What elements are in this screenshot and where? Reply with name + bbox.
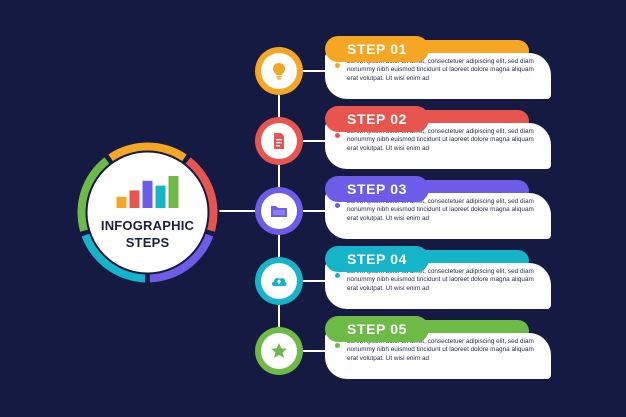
step-05-label: STEP 05 <box>325 316 429 342</box>
hub-title-line2: STEPS <box>125 235 170 250</box>
step-03: STEP 03 Lorem ipsum dolor sit amet, cons… <box>255 176 555 246</box>
hub-circle: INFOGRAPHIC STEPS <box>75 140 220 285</box>
step-05: STEP 05 Lorem ipsum dolor sit amet, cons… <box>255 316 555 386</box>
hub-ring-segment <box>108 142 187 162</box>
folder-icon <box>271 206 287 217</box>
step-02-label: STEP 02 <box>325 106 429 132</box>
step-03-icon-ring <box>255 187 303 235</box>
hub-ring-segment <box>149 233 214 283</box>
step-03-bullet <box>335 203 340 208</box>
hub-bar <box>116 196 127 208</box>
step-04: STEP 04 Lorem ipsum dolor sit amet, cons… <box>255 246 555 316</box>
step-02-card: Lorem ipsum dolor sit amet, consectetuer… <box>325 123 551 169</box>
step-01-bullet <box>335 63 340 68</box>
hub-bar <box>142 180 153 208</box>
step-02-text: Lorem ipsum dolor sit amet, consectetuer… <box>347 128 534 152</box>
hub-title-line1: INFOGRAPHIC <box>100 218 195 233</box>
hub-ring-segment <box>77 157 110 232</box>
step-02-icon-ring <box>255 117 303 165</box>
cloud-upload-icon <box>271 277 287 286</box>
step-03-text: Lorem ipsum dolor sit amet, consectetuer… <box>347 198 534 222</box>
step-04-icon-ring <box>255 257 303 305</box>
step-04-card: Lorem ipsum dolor sit amet, consectetuer… <box>325 263 551 309</box>
bar-chart-icon <box>116 176 179 208</box>
step-01-icon-ring <box>255 47 303 95</box>
step-05-text: Lorem ipsum dolor sit amet, consectetuer… <box>347 338 534 362</box>
hub-bar <box>168 176 179 208</box>
hub-ring-segment <box>185 157 218 232</box>
step-01-label: STEP 01 <box>325 36 429 62</box>
step-04-bullet <box>335 273 340 278</box>
step-01-text: Lorem ipsum dolor sit amet, consectetuer… <box>347 58 534 82</box>
lightbulb-icon <box>273 63 285 80</box>
document-icon <box>274 133 284 149</box>
step-01: STEP 01 Lorem ipsum dolor sit amet, cons… <box>255 36 555 106</box>
hub-bar <box>155 185 166 208</box>
hub-ring <box>75 140 220 285</box>
step-03-label: STEP 03 <box>325 176 429 202</box>
step-04-text: Lorem ipsum dolor sit amet, consectetuer… <box>347 268 534 292</box>
step-02-bullet <box>335 133 340 138</box>
hub-bar <box>129 190 140 208</box>
star-icon <box>271 343 287 358</box>
step-05-icon-ring <box>255 327 303 375</box>
hub-ring-segment <box>81 233 146 283</box>
step-05-bullet <box>335 343 340 348</box>
step-04-label: STEP 04 <box>325 246 429 272</box>
step-02: STEP 02 Lorem ipsum dolor sit amet, cons… <box>255 106 555 176</box>
